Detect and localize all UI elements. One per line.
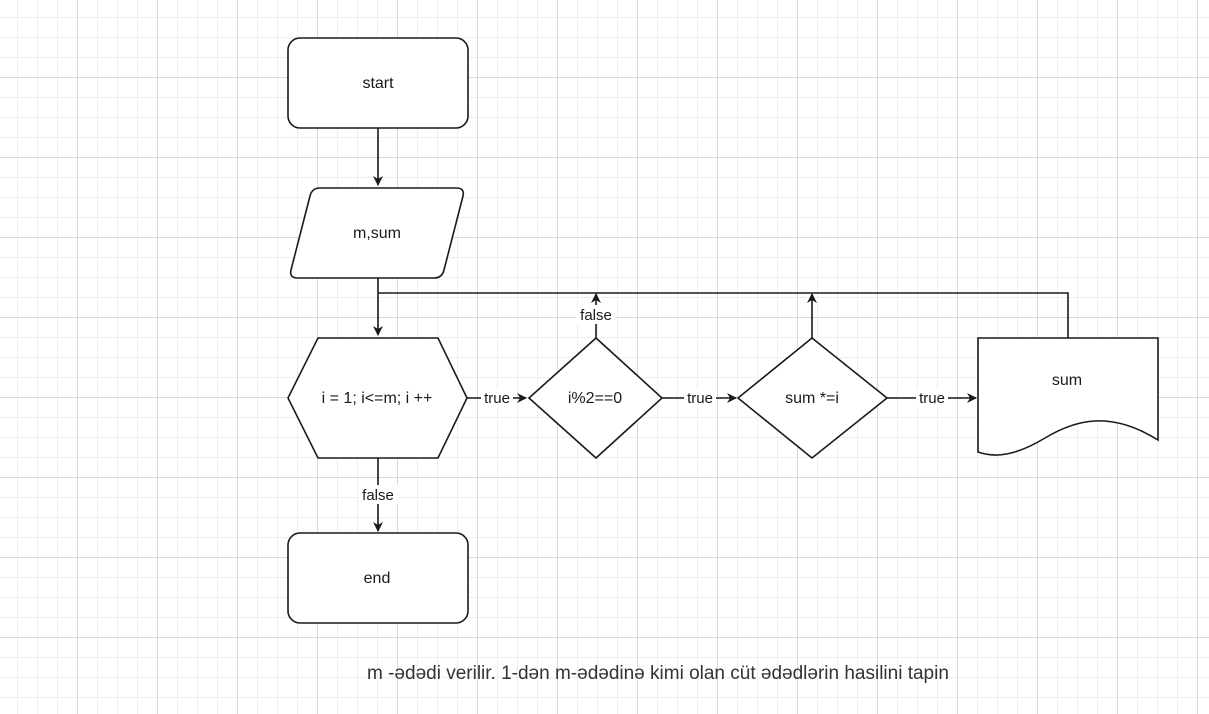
node-multiply-label: sum *=i xyxy=(785,390,839,407)
edge-label-loop-true: true xyxy=(484,390,510,407)
edge-labels: true true true false false xyxy=(358,305,948,504)
node-input-label: m,sum xyxy=(353,225,401,242)
node-output-document[interactable]: sum xyxy=(977,337,1159,456)
node-input-parallelogram[interactable]: m,sum xyxy=(289,187,465,279)
node-loop-label: i = 1; i<=m; i ++ xyxy=(322,390,433,407)
node-condition-diamond[interactable]: i%2==0 xyxy=(527,336,664,460)
edge-label-condition-true: true xyxy=(687,390,713,407)
problem-caption: m -ədədi verilir. 1-dən m-ədədinə kimi o… xyxy=(367,663,949,684)
node-start[interactable]: start xyxy=(287,37,469,129)
edges xyxy=(373,128,1069,532)
edge-output-back-to-loop xyxy=(378,292,1069,338)
node-output-label: sum xyxy=(1052,372,1082,389)
node-end-label: end xyxy=(364,570,391,587)
edge-label-multiply-true: true xyxy=(919,390,945,407)
node-loop-hexagon[interactable]: i = 1; i<=m; i ++ xyxy=(287,337,468,459)
node-condition-label: i%2==0 xyxy=(568,390,622,407)
node-end[interactable]: end xyxy=(287,532,469,624)
node-start-label: start xyxy=(362,75,394,92)
edge-label-loop-false: false xyxy=(362,487,394,504)
edge-label-condition-false: false xyxy=(580,307,612,324)
node-multiply-diamond[interactable]: sum *=i xyxy=(736,336,889,460)
